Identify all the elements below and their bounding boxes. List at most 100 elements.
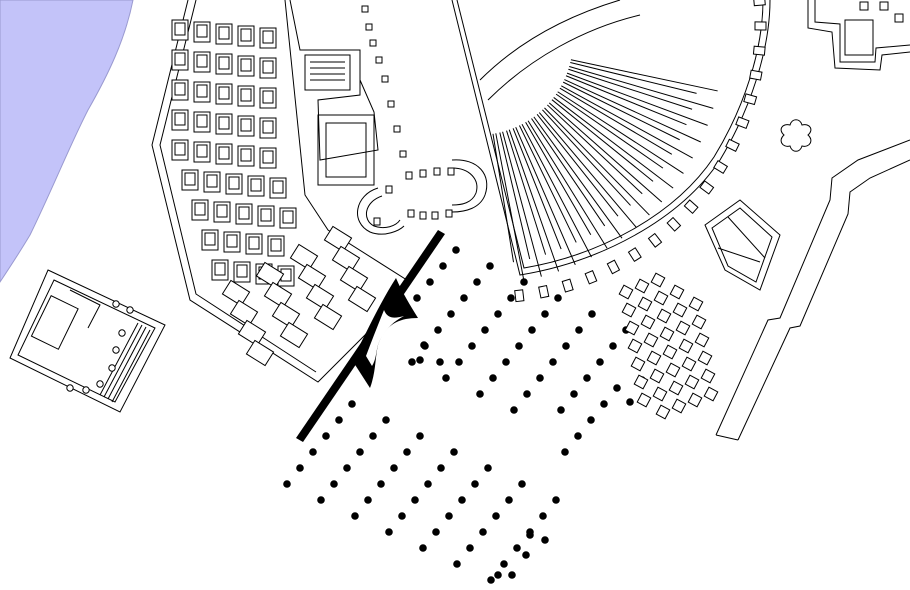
- cavea-radial: [570, 59, 718, 92]
- temple-column: [66, 384, 74, 392]
- shop-cell: [672, 302, 688, 318]
- insula-room-inner: [216, 204, 228, 218]
- insula-room: [331, 245, 361, 273]
- column-dot: [500, 560, 508, 568]
- temple-column: [96, 380, 104, 388]
- column-dot: [484, 464, 492, 472]
- column-dot: [283, 480, 291, 488]
- insula-room-inner: [248, 236, 260, 250]
- cavea-radial: [521, 123, 592, 258]
- shop-cell: [671, 398, 687, 414]
- cavea-radial: [495, 133, 525, 281]
- shop-cell: [694, 332, 710, 348]
- shop-cell: [691, 314, 707, 330]
- cavea-radial: [515, 126, 576, 266]
- column-dot: [466, 544, 474, 552]
- cavea-radial: [506, 130, 547, 255]
- column-dot: [476, 390, 484, 398]
- shop-cell: [659, 326, 675, 342]
- column-dot: [348, 400, 356, 408]
- column-dot: [574, 432, 582, 440]
- shop-cell: [636, 392, 652, 408]
- column-dot: [335, 416, 343, 424]
- cavea-radial: [499, 132, 531, 260]
- column-dot: [518, 480, 526, 488]
- pillar: [433, 167, 441, 176]
- insula-room: [297, 263, 327, 291]
- column-dot: [541, 536, 549, 544]
- column-dot: [420, 341, 428, 349]
- portico-courtyard: [289, 0, 407, 186]
- long-wall-monument: [296, 230, 445, 442]
- shop-cell: [630, 356, 646, 372]
- pillar: [369, 39, 377, 47]
- insula-room-inner: [174, 22, 186, 36]
- column-dot: [507, 294, 515, 302]
- column-dot: [439, 262, 447, 270]
- shop-cell: [688, 296, 704, 312]
- cavea-cell: [584, 270, 598, 285]
- column-dot: [523, 390, 531, 398]
- quay-wall-east: [715, 139, 910, 441]
- cavea-cell: [699, 180, 715, 195]
- shop-cell: [646, 350, 662, 366]
- cavea-cell: [683, 199, 699, 214]
- pillar: [393, 125, 401, 133]
- column-dot: [390, 464, 398, 472]
- insula-room-inner: [196, 144, 208, 158]
- column-dot: [460, 294, 468, 302]
- insula-room-inner: [194, 202, 206, 216]
- cavea-radial: [570, 62, 697, 94]
- column-dot: [513, 544, 521, 552]
- column-dot: [481, 326, 489, 334]
- cavea-radial: [542, 109, 631, 206]
- insula-room-inner: [240, 148, 252, 162]
- cavea-radial: [559, 87, 673, 155]
- cavea-radial: [555, 93, 664, 169]
- column-dot: [596, 358, 604, 366]
- shop-cell: [678, 338, 694, 354]
- column-dot: [452, 246, 460, 254]
- shop-cell: [703, 386, 719, 402]
- column-dot: [468, 342, 476, 350]
- column-dot: [458, 496, 466, 504]
- cavea-radial: [508, 129, 560, 272]
- column-dot: [317, 496, 325, 504]
- column-dot: [494, 571, 502, 579]
- insula-room-inner: [262, 150, 274, 164]
- shop-cell: [649, 368, 665, 384]
- insula-room-inner: [174, 52, 186, 66]
- shop-cell: [618, 284, 634, 300]
- column-dot: [424, 480, 432, 488]
- column-dot: [561, 448, 569, 456]
- cavea-radial: [512, 128, 562, 250]
- shop-cell: [624, 320, 640, 336]
- cavea-cell: [606, 259, 621, 275]
- cavea-radial: [568, 68, 693, 110]
- column-dot: [489, 374, 497, 382]
- insula-room: [263, 281, 293, 309]
- shop-cell: [668, 380, 684, 396]
- shop-cell: [640, 314, 656, 330]
- insula-room: [313, 303, 343, 331]
- insula-room-inner: [262, 60, 274, 74]
- insula-room-inner: [240, 118, 252, 132]
- pillar: [361, 5, 369, 13]
- insula-room: [237, 319, 267, 347]
- cavea-radial: [564, 79, 701, 143]
- insula-room-inner: [218, 26, 230, 40]
- column-dot: [419, 544, 427, 552]
- column-dot: [492, 512, 500, 520]
- insula-room-inner: [226, 234, 238, 248]
- column-dot: [510, 406, 518, 414]
- column-dot: [588, 310, 596, 318]
- cavea-cell: [713, 160, 729, 174]
- insula-room-inner: [174, 82, 186, 96]
- insula-room-inner: [206, 174, 218, 188]
- column-dot: [436, 358, 444, 366]
- column-dot: [520, 278, 528, 286]
- column-dot: [434, 326, 442, 334]
- insula-room-inner: [262, 90, 274, 104]
- shop-cell: [697, 350, 713, 366]
